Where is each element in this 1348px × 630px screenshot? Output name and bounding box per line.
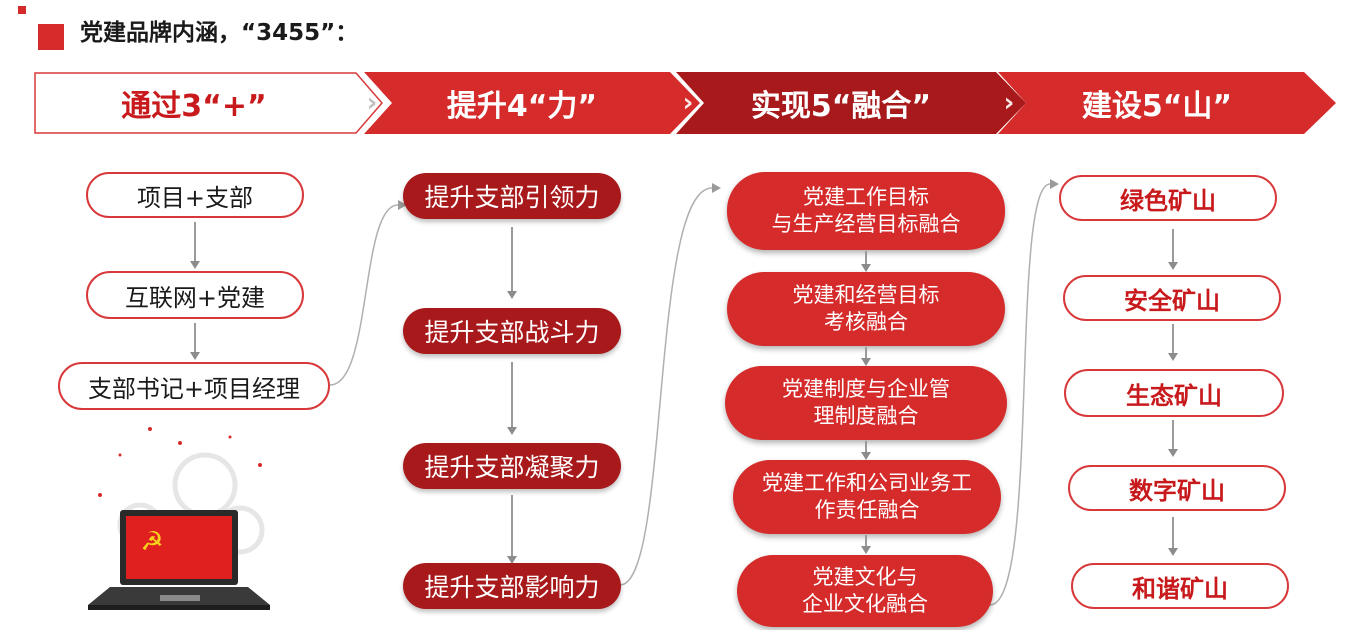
fusion-item-3: 党建制度与企业管 理制度融合	[725, 366, 1007, 440]
svg-text:☭: ☭	[140, 527, 163, 557]
banner-step-3: 实现5“融合”	[676, 72, 1026, 134]
banner-step-3-shape	[676, 72, 1026, 134]
arrowhead-icon	[1168, 449, 1178, 457]
plus-item-1: 项目+支部	[86, 172, 304, 218]
arrow-down-icon	[194, 222, 196, 262]
force-item-3: 提升支部凝聚力	[403, 443, 621, 489]
arrow-down-icon	[194, 323, 196, 353]
arrowhead-icon	[190, 352, 200, 360]
arrow-down-icon	[511, 495, 513, 557]
banner-step-4-label: 建设5“山”	[1081, 89, 1233, 124]
laptop-party-emblem-icon: ☭	[88, 427, 270, 610]
arrowhead-icon	[507, 556, 517, 564]
fusion-item-5: 党建文化与 企业文化融合	[737, 555, 993, 627]
fusion-item-2-line2: 考核融合	[824, 310, 908, 334]
banner-step-3-label: 实现5“融合”	[750, 89, 932, 124]
fusion-item-5-line1: 党建文化与	[812, 565, 918, 589]
arrow-down-icon	[511, 227, 513, 292]
mine-item-3: 生态矿山	[1064, 369, 1284, 417]
mine-item-2: 安全矿山	[1063, 275, 1281, 321]
force-item-1: 提升支部引领力	[403, 173, 621, 219]
arrow-down-icon	[865, 441, 867, 453]
arrow-down-icon	[1172, 420, 1174, 450]
chevron-right-icon: ›	[1003, 88, 1015, 118]
arrow-down-icon	[865, 347, 867, 359]
arrowhead-icon	[190, 261, 200, 269]
force-item-4: 提升支部影响力	[403, 563, 621, 609]
plus-item-2: 互联网+党建	[86, 271, 304, 319]
banner-step-1: 通过3“+”	[34, 72, 384, 134]
fusion-item-2-line1: 党建和经营目标	[792, 283, 940, 307]
banner-step-4-shape	[998, 72, 1336, 134]
arrowhead-icon	[507, 291, 517, 299]
page-title: 党建品牌内涵，“3455”：	[80, 20, 359, 46]
fusion-item-3-line1: 党建制度与企业管	[782, 377, 950, 401]
arrowhead-icon	[861, 452, 871, 460]
fusion-item-1: 党建工作目标 与生产经营目标融合	[727, 172, 1005, 250]
arrow-down-icon	[865, 251, 867, 265]
arrow-down-icon	[511, 362, 513, 428]
fusion-item-1-line2: 与生产经营目标融合	[771, 212, 961, 236]
header-square-icon	[38, 24, 64, 50]
arrowhead-icon	[1168, 262, 1178, 270]
arrow-down-icon	[1172, 517, 1174, 549]
arrow-down-icon	[1172, 229, 1174, 263]
arrowhead-icon	[861, 546, 871, 554]
arrowhead-icon	[1168, 353, 1178, 361]
plus-item-3: 支部书记+项目经理	[58, 362, 330, 410]
banner-step-2: 提升4“力”	[364, 72, 700, 134]
mine-item-1: 绿色矿山	[1059, 175, 1277, 221]
arrowhead-icon	[861, 358, 871, 366]
banner-step-2-label: 提升4“力”	[446, 89, 598, 124]
force-item-2: 提升支部战斗力	[403, 308, 621, 354]
header-small-square	[18, 6, 26, 14]
arrow-down-icon	[1172, 324, 1174, 354]
mine-item-5: 和谐矿山	[1071, 563, 1289, 609]
mine-item-4: 数字矿山	[1068, 465, 1286, 511]
arrowhead-icon	[507, 427, 517, 435]
chevron-right-icon: ›	[366, 88, 378, 118]
banner-step-1-label: 通过3“+”	[121, 89, 267, 124]
banner-step-4: 建设5“山”	[998, 72, 1336, 134]
arrowhead-icon	[861, 264, 871, 272]
fusion-item-4-line2: 作责任融合	[814, 498, 920, 522]
arrowhead-icon	[1168, 548, 1178, 556]
fusion-item-5-line2: 企业文化融合	[802, 592, 928, 616]
arrow-down-icon	[865, 535, 867, 547]
fusion-item-4-line1: 党建工作和公司业务工	[762, 471, 972, 495]
banner-step-2-shape	[364, 72, 700, 134]
chevron-right-icon: ›	[682, 88, 694, 118]
fusion-item-4: 党建工作和公司业务工 作责任融合	[733, 460, 1001, 534]
fusion-item-3-line2: 理制度融合	[813, 404, 919, 428]
fusion-item-1-line1: 党建工作目标	[803, 185, 929, 209]
banner-step-1-shape	[34, 72, 383, 134]
fusion-item-2: 党建和经营目标 考核融合	[727, 272, 1005, 346]
